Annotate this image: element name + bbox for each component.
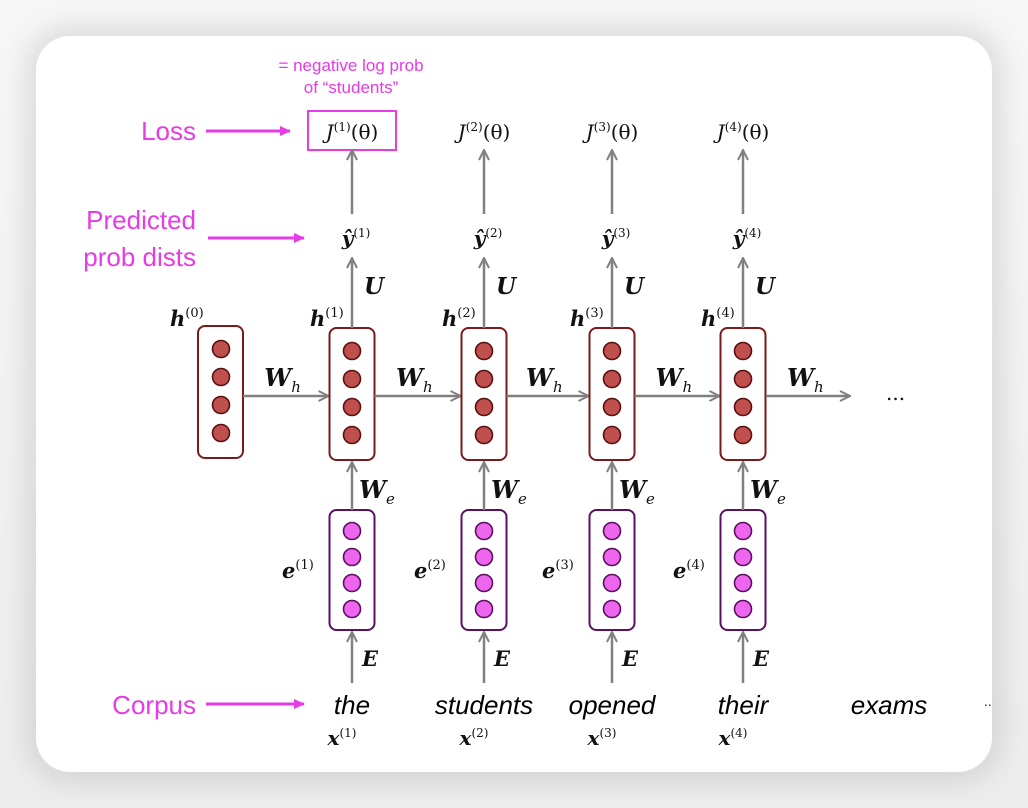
hidden-neuron [733,369,753,389]
embedding-neuron [474,547,494,567]
U-label: U [624,273,646,300]
note-line-2: of “students” [304,78,399,97]
We-label: We [491,475,527,508]
hidden-neuron [602,425,622,445]
loss-J-2: J(2)(θ) [454,120,511,144]
corpus-word-opened: opened [569,690,657,720]
ellipsis-corpus: .. [984,695,992,709]
hidden-neuron [602,369,622,389]
loss-J-3: J(3)(θ) [582,120,639,144]
We-label: We [619,475,655,508]
Wh-label: Wh [396,363,433,396]
neuron [211,339,231,359]
U-label: U [364,273,386,300]
time-step-4: their x(4) Ee(4) We Wh h(4) Uŷ(4) J(4)(θ) [634,120,786,750]
E-label: E [752,646,770,671]
note-line-1: = negative log prob [278,56,423,75]
corpus-word-exams: exams [851,690,928,720]
embedding-neuron [474,599,494,619]
hidden-neuron [474,397,494,417]
yhat-label-4: ŷ(4) [732,226,762,250]
e-label-2: e(2) [414,558,446,583]
yhat-label-1: ŷ(1) [341,226,371,250]
wh-label-out: Wh [787,363,824,396]
hidden-neuron [602,397,622,417]
embedding-neuron [733,599,753,619]
corpus-word-the: the [334,690,370,720]
hidden-state-0: h(0) [170,306,244,459]
neuron [211,423,231,443]
e-label-1: e(1) [282,558,314,583]
embedding-neuron [733,521,753,541]
E-label: E [361,646,379,671]
hidden-neuron [474,341,494,361]
yhat-label-2: ŷ(2) [473,226,503,250]
E-label: E [621,646,639,671]
Wh-label: Wh [264,363,301,396]
embedding-neuron [342,573,362,593]
h-label-2: h(2) [442,306,476,331]
predicted-label-line-1: Predicted [86,205,196,235]
h-label-3: h(3) [570,306,604,331]
slide-card [36,36,992,772]
yhat-label-3: ŷ(3) [601,226,631,250]
hidden-neuron [733,341,753,361]
h0-label: h(0) [170,306,204,331]
embedding-neuron [733,547,753,567]
h-label-1: h(1) [310,306,344,331]
time-step-1: the x(1) Ee(1) We Wh h(1) Uŷ(1) J(1)(θ) [243,120,395,750]
loss-J-1: J(1)(θ) [322,120,379,144]
corpus-label: Corpus [112,690,196,720]
hidden-neuron [733,425,753,445]
hidden-neuron [342,425,362,445]
embedding-neuron [602,599,622,619]
E-label: E [493,646,511,671]
hidden-neuron [342,397,362,417]
embedding-neuron [342,599,362,619]
neuron [211,367,231,387]
hidden-box [197,325,244,459]
embedding-neuron [474,521,494,541]
hidden-neuron [733,397,753,417]
hidden-neuron [474,369,494,389]
We-label: We [750,475,786,508]
neuron [211,395,231,415]
hidden-neuron [602,341,622,361]
Wh-label: Wh [656,363,693,396]
hidden-neuron [342,341,362,361]
e-label-3: e(3) [542,558,574,583]
x-label-3: x(3) [587,726,617,750]
h-label-4: h(4) [701,306,735,331]
loss-label: Loss [141,116,196,146]
embedding-neuron [602,573,622,593]
time-step-3: opened x(3) Ee(3) We Wh h(3) Uŷ(3) J(3)(θ) [506,120,657,750]
embedding-neuron [602,521,622,541]
x-label-1: x(1) [327,726,357,750]
ellipsis-hidden: ... [886,381,905,405]
corpus-word-students: students [435,690,533,720]
embedding-neuron [342,521,362,541]
Wh-label: Wh [526,363,563,396]
hidden-neuron [474,425,494,445]
hidden-neuron [342,369,362,389]
x-label-2: x(2) [459,726,489,750]
embedding-neuron [602,547,622,567]
time-step-2: students x(2) Ee(2) We Wh h(2) Uŷ(2) J(2)(θ) [374,120,533,750]
embedding-neuron [474,573,494,593]
embedding-neuron [733,573,753,593]
predicted-label-line-2: prob dists [83,242,196,272]
U-label: U [755,273,777,300]
loss-J-4: J(4)(θ) [713,120,770,144]
We-label: We [359,475,395,508]
U-label: U [496,273,518,300]
corpus-word-their: their [718,690,770,720]
e-label-4: e(4) [673,558,705,583]
embedding-neuron [342,547,362,567]
x-label-4: x(4) [718,726,748,750]
